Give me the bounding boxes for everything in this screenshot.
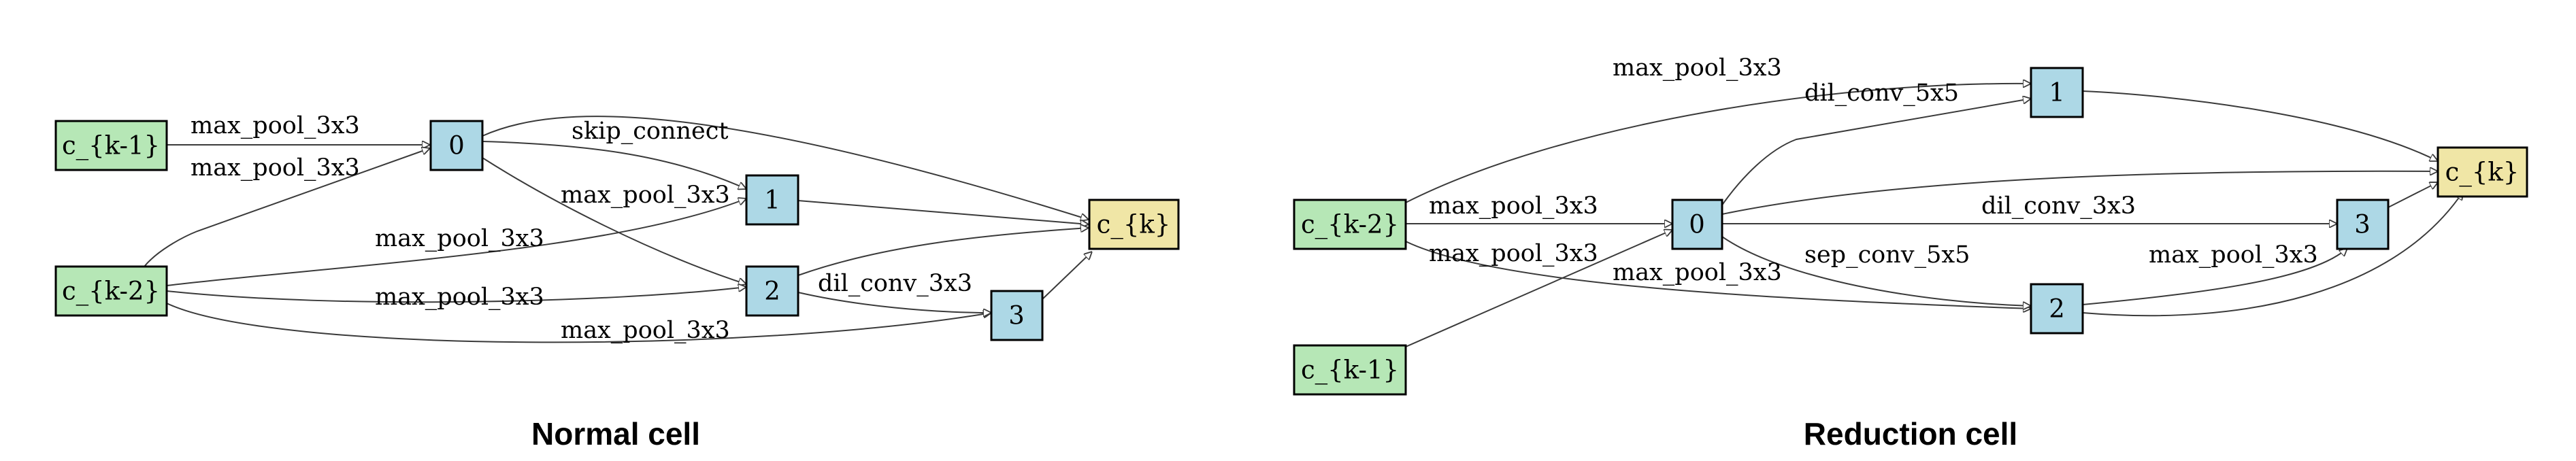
node-3-label: 3 bbox=[2354, 210, 2371, 239]
node-0-box bbox=[1671, 199, 1723, 250]
normal-cell: max_pool_3x3 max_pool_3x3 skip_connect m… bbox=[54, 112, 1180, 451]
edge-ck1-0 bbox=[1405, 230, 1672, 347]
edge-label-ck2-2: max_pool_3x3 bbox=[1429, 240, 1598, 267]
edge-ck2-1 bbox=[1405, 84, 2031, 203]
edge-ck2-0 bbox=[144, 148, 430, 267]
edge-0-1 bbox=[1721, 99, 2031, 207]
edge-label-0-2: sep_conv_5x5 bbox=[1804, 241, 1970, 269]
edge-1-ck bbox=[2082, 90, 2438, 161]
node-2-box bbox=[745, 265, 799, 317]
node-ck-box bbox=[2437, 146, 2528, 198]
node-3: 3 bbox=[990, 290, 1044, 341]
node-1-label: 1 bbox=[2049, 78, 2065, 107]
node-ck2-box bbox=[54, 265, 168, 317]
node-ck: c_{k} bbox=[2437, 146, 2528, 198]
node-ck: c_{k} bbox=[1088, 199, 1180, 250]
edge-ck2-1 bbox=[166, 199, 746, 286]
node-ck1-label: c_{k-1} bbox=[62, 131, 160, 161]
node-ck1: c_{k-1} bbox=[54, 120, 168, 171]
edge-label-2-3: max_pool_3x3 bbox=[2149, 241, 2318, 269]
node-0-box bbox=[429, 120, 484, 171]
edge-label-ck1-0: max_pool_3x3 bbox=[191, 112, 360, 139]
edge-label-ck2-1: max_pool_3x3 bbox=[1613, 54, 1782, 82]
node-0: 0 bbox=[1671, 199, 1723, 250]
edge-2-3 bbox=[2082, 248, 2347, 305]
node-ck2-box bbox=[1293, 199, 1407, 250]
node-0-label: 0 bbox=[448, 131, 465, 160]
edge-0-2 bbox=[1721, 236, 2031, 306]
edge-label-2-3: dil_conv_3x3 bbox=[818, 270, 972, 297]
node-2-label: 2 bbox=[764, 277, 780, 306]
node-1-box bbox=[2030, 67, 2084, 118]
edge-label-0-1: dil_conv_5x5 bbox=[1804, 80, 1959, 107]
edge-label-ck2-2: max_pool_3x3 bbox=[375, 284, 544, 311]
reduction-cell-caption: Reduction cell bbox=[1804, 416, 2017, 451]
node-ck1: c_{k-1} bbox=[1293, 344, 1407, 396]
edge-0-2 bbox=[482, 157, 746, 284]
edge-2-ck bbox=[2082, 192, 2463, 317]
node-2-box bbox=[2030, 283, 2084, 335]
node-1-label: 1 bbox=[764, 186, 780, 215]
node-1: 1 bbox=[2030, 67, 2084, 118]
edge-0-1 bbox=[482, 141, 746, 189]
edge-3-ck bbox=[2388, 182, 2438, 208]
node-3-box bbox=[2336, 199, 2390, 250]
reduction-cell: max_pool_3x3 dil_conv_5x5 max_pool_3x3 m… bbox=[1293, 54, 2528, 451]
edge-2-3 bbox=[797, 292, 991, 313]
node-ck1-box bbox=[1293, 344, 1407, 396]
node-ck1-label: c_{k-1} bbox=[1301, 356, 1399, 386]
edge-ck2-2 bbox=[1405, 241, 2031, 309]
edge-label-ck2-0: max_pool_3x3 bbox=[1429, 192, 1598, 220]
edge-2-ck bbox=[797, 228, 1089, 276]
node-ck-label: c_{k} bbox=[1097, 210, 1171, 240]
node-ck-box bbox=[1088, 199, 1180, 250]
edge-label-ck2-1: max_pool_3x3 bbox=[375, 225, 544, 252]
node-ck2: c_{k-2} bbox=[54, 265, 168, 317]
edge-ck2-2 bbox=[166, 287, 746, 303]
edge-label-0-1: skip_connect bbox=[572, 118, 728, 145]
edge-label-ck2-3: max_pool_3x3 bbox=[561, 317, 730, 344]
node-2: 2 bbox=[745, 265, 799, 317]
node-0: 0 bbox=[429, 120, 484, 171]
node-2-label: 2 bbox=[2049, 294, 2065, 324]
node-3: 3 bbox=[2336, 199, 2390, 250]
node-2: 2 bbox=[2030, 283, 2084, 335]
edge-3-ck bbox=[1042, 252, 1092, 300]
node-1-box bbox=[745, 174, 799, 226]
node-0-label: 0 bbox=[1689, 210, 1705, 239]
edge-ck2-3 bbox=[166, 303, 991, 343]
edge-0-ck bbox=[482, 116, 1089, 220]
node-3-label: 3 bbox=[1008, 301, 1025, 330]
node-ck2-label: c_{k-2} bbox=[62, 277, 160, 307]
node-1: 1 bbox=[745, 174, 799, 226]
edge-1-ck bbox=[797, 200, 1089, 224]
edge-label-0-3: dil_conv_3x3 bbox=[1981, 192, 2136, 220]
edge-label-ck1-0: max_pool_3x3 bbox=[1613, 259, 1782, 286]
node-ck2: c_{k-2} bbox=[1293, 199, 1407, 250]
edge-label-ck2-0: max_pool_3x3 bbox=[191, 154, 360, 182]
edge-label-0-2: max_pool_3x3 bbox=[561, 182, 730, 209]
normal-cell-caption: Normal cell bbox=[531, 416, 700, 451]
node-3-box bbox=[990, 290, 1044, 341]
edge-0-ck bbox=[1721, 171, 2438, 215]
node-ck2-label: c_{k-2} bbox=[1301, 210, 1399, 240]
node-ck-label: c_{k} bbox=[2445, 158, 2520, 188]
node-ck1-box bbox=[54, 120, 168, 171]
